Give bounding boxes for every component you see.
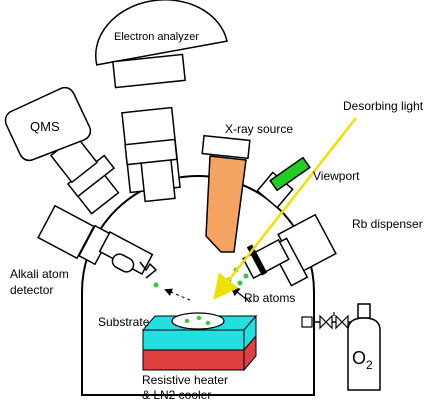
xray-source [201,134,251,253]
label-o2: O2 [352,348,373,372]
substrate-stack [141,312,258,372]
qms [4,86,120,215]
label-substrate: Substrate [98,315,150,329]
label-detector: detector [10,283,53,297]
substrate-sample [171,312,225,330]
desorbing-light-beam [213,117,357,300]
alkali-atom-detector [37,204,158,279]
label-xray-source: X-ray source [225,122,293,136]
label-o2-sub: 2 [366,358,373,372]
label-cooler: & LN2 cooler [142,388,211,402]
rb-dispenser [242,213,337,287]
label-electron-analyzer: Electron analyzer [114,31,199,43]
label-qms: QMS [30,119,60,134]
label-rb-atoms: Rb atoms [244,291,295,305]
electron-analyzer [95,0,228,203]
o2-supply [301,303,381,391]
label-rb-dispenser: Rb dispenser [352,217,423,231]
label-desorbing-light: Desorbing light [343,99,424,113]
label-viewport: Viewport [313,169,360,183]
label-heater: Resistive heater [142,373,228,387]
label-o2-base: O [352,348,366,368]
viewport [256,156,311,209]
detector-arrow [164,288,191,301]
label-alkali-atom: Alkali atom [10,267,69,281]
